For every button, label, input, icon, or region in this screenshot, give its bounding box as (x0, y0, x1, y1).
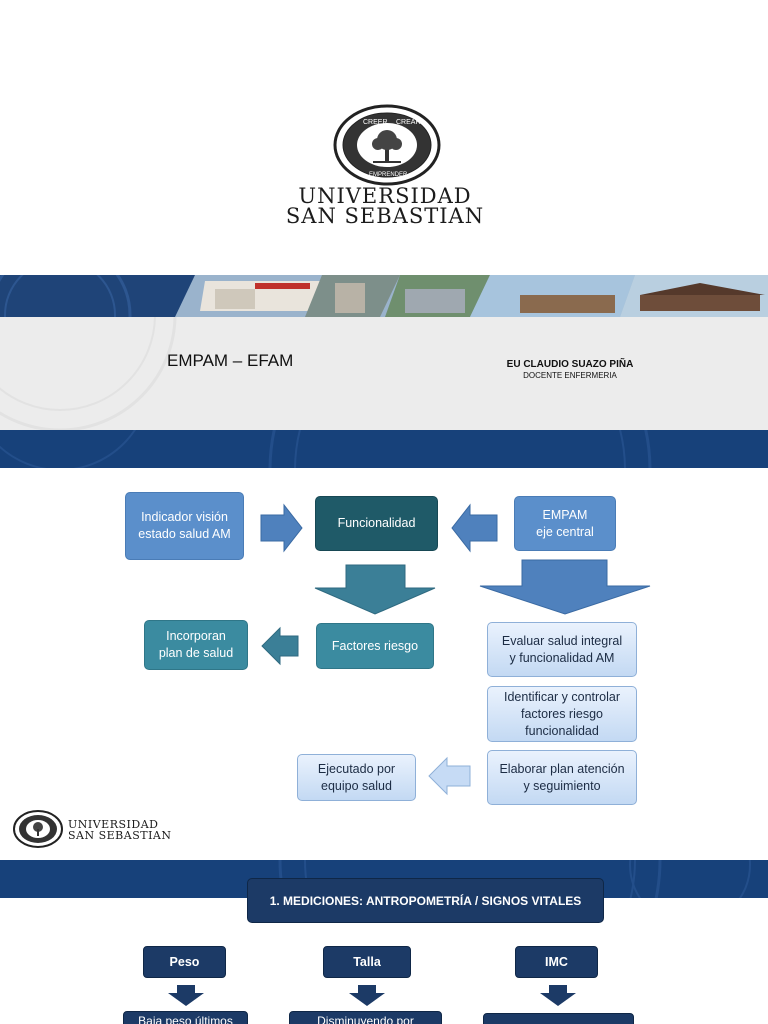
seal-bottom-text: EMPRENDER (369, 172, 408, 178)
small-logo-line2: SAN SEBASTIAN (68, 829, 172, 842)
flow-arrows (260, 503, 651, 796)
section-title: 1. MEDICIONES: ANTROPOMETRÍA / SIGNOS VI… (247, 878, 604, 923)
university-name-line2: SAN SEBASTIAN (285, 204, 485, 228)
seal-right-text: CREAR (396, 119, 421, 126)
empam-box: EMPAM eje central (514, 496, 616, 551)
incorporan-box: Incorporan plan de salud (144, 620, 248, 670)
author-name: EU CLAUDIO SUAZO PIÑA (506, 359, 634, 370)
university-small-logo (13, 810, 63, 848)
arrow-down-icon (168, 985, 204, 1006)
factores-riesgo-box: Factores riesgo (316, 623, 434, 669)
elaborar-box: Elaborar plan atención y seguimiento (487, 750, 637, 805)
arrow-right-icon (260, 503, 303, 553)
footer-band (0, 430, 768, 468)
measure-arrows (168, 985, 576, 1006)
imc-detail-box (483, 1013, 634, 1024)
arrow-down-icon (314, 564, 436, 615)
arrow-left-icon (451, 503, 498, 553)
peso-box: Peso (143, 946, 226, 978)
presentation-title: EMPAM – EFAM (167, 351, 294, 370)
ejecutado-box: Ejecutado por equipo salud (297, 754, 416, 801)
talla-box: Talla (323, 946, 411, 978)
imc-box: IMC (515, 946, 598, 978)
talla-detail-box: Disminuyendo por (289, 1011, 442, 1024)
university-name-line1: UNIVERSIDAD (298, 184, 472, 208)
peso-detail-box: Baja peso últimos (123, 1011, 248, 1024)
university-seal-logo: CREER CREAR EMPRENDER (333, 104, 441, 186)
author-role: DOCENTE ENFERMERIA (523, 371, 617, 380)
arrow-left-icon (428, 756, 471, 796)
arrow-down-icon (479, 559, 651, 615)
indicador-box: Indicador visión estado salud AM (125, 492, 244, 560)
evaluar-box: Evaluar salud integral y funcionalidad A… (487, 622, 637, 677)
arrow-down-icon (349, 985, 385, 1006)
seal-top-text: CREER (363, 119, 388, 126)
arrow-left-icon (261, 626, 299, 666)
small-logo-line1: UNIVERSIDAD (68, 818, 159, 831)
arrow-down-icon (540, 985, 576, 1006)
campus-photo-banner (0, 275, 768, 317)
funcionalidad-box: Funcionalidad (315, 496, 438, 551)
identificar-box: Identificar y controlar factores riesgo … (487, 686, 637, 742)
